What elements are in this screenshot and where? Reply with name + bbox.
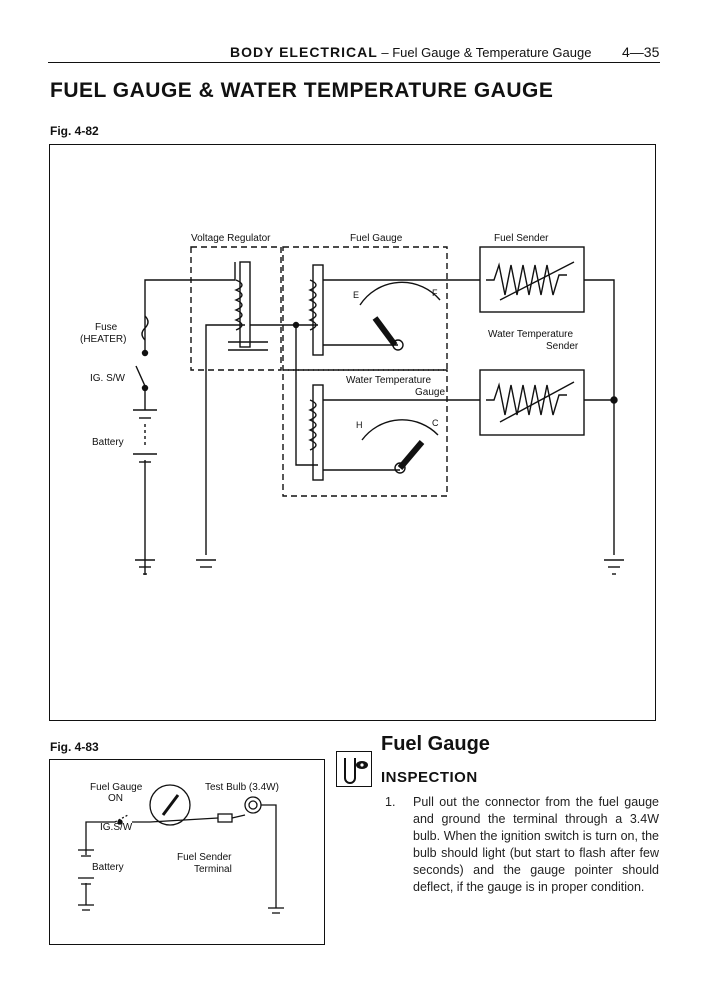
fig-4-82-label: Fig. 4-82: [50, 124, 99, 138]
fuse-label-2: (HEATER): [80, 334, 126, 345]
fig-4-82-frame: [49, 144, 656, 721]
fig-4-83-frame: [49, 759, 325, 945]
fuel-sender-terminal-label-1: Fuel Sender: [177, 852, 232, 863]
step-number: 1.: [385, 795, 396, 809]
battery-label-83: Battery: [92, 862, 124, 873]
section-subtitle: INSPECTION: [381, 769, 478, 786]
test-bulb-label: Test Bulb (3.4W): [205, 782, 279, 793]
water-temp-gauge-label-1: Water Temperature: [346, 375, 431, 386]
gauge-mark-e: E: [353, 290, 359, 300]
fuse-label-1: Fuse: [95, 322, 118, 333]
water-temp-gauge-label-2: Gauge: [415, 387, 445, 398]
inspection-step-1: 1. Pull out the connector from the fuel …: [385, 794, 659, 896]
fig-4-83-label: Fig. 4-83: [50, 740, 99, 754]
section-title: Fuel Gauge: [381, 733, 490, 755]
fuel-gauge-on-label-1: Fuel Gauge: [90, 782, 143, 793]
voltage-regulator-box: [190, 246, 282, 371]
voltage-regulator-label: Voltage Regulator: [191, 233, 271, 244]
fuel-gauge-box: [282, 246, 448, 371]
header-subsection: – Fuel Gauge & Temperature Gauge: [377, 45, 592, 60]
water-temp-sender-label-1: Water Temperature: [488, 329, 573, 340]
fuel-gauge-label: Fuel Gauge: [350, 233, 403, 244]
fuel-sender-terminal-label-2: Terminal: [194, 864, 232, 875]
water-temp-sender-label-2: Sender: [546, 341, 579, 352]
running-header: BODY ELECTRICAL – Fuel Gauge & Temperatu…: [230, 44, 591, 60]
battery-label: Battery: [92, 437, 124, 448]
inspection-icon: [336, 751, 372, 787]
gauge-mark-f: F: [432, 288, 438, 298]
header-section: BODY ELECTRICAL: [230, 44, 378, 60]
page-number: 4—35: [622, 44, 660, 60]
gauge-mark-h: H: [356, 420, 363, 430]
header-rule: [48, 62, 660, 63]
page-title: FUEL GAUGE & WATER TEMPERATURE GAUGE: [50, 79, 554, 102]
gauge-mark-c: C: [432, 418, 439, 428]
water-temp-gauge-box: [282, 369, 448, 497]
ig-switch-label: IG. S/W: [90, 373, 126, 384]
fuel-sender-label: Fuel Sender: [494, 233, 549, 244]
ig-switch-label-83: IG.S/W: [100, 822, 133, 833]
fuel-gauge-on-label-2: ON: [108, 793, 123, 804]
step-text: Pull out the connector from the fuel gau…: [413, 795, 659, 894]
